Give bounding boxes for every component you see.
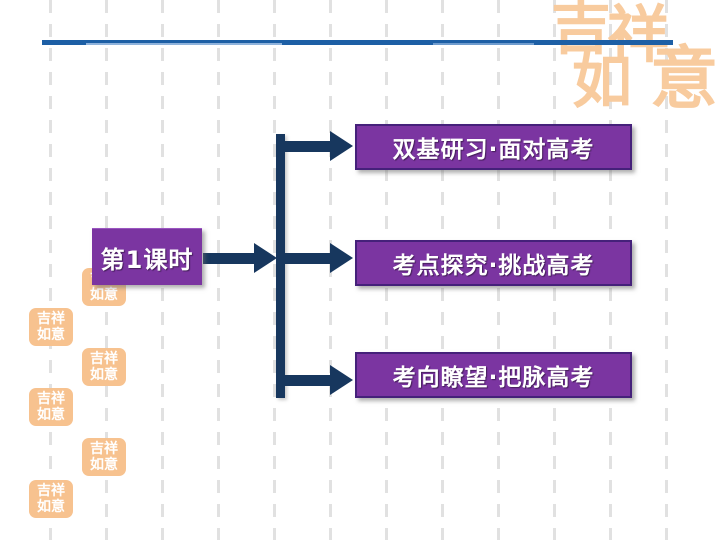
branch-label-2: 考点探究·挑战高考 (392, 253, 595, 279)
seal-char-ji: 吉 (551, 0, 611, 63)
lesson-box: 第1课时 (92, 228, 202, 285)
top-rule-highlight (42, 43, 673, 45)
grid-line (217, 0, 220, 540)
branch-box-3: 考向瞭望·把脉高考 (355, 352, 632, 398)
branch-trunk (276, 134, 285, 398)
seal-stamp: 吉祥如意 (29, 308, 73, 346)
branch-box-1: 双基研习·面对高考 (355, 124, 632, 170)
branch-label-3: 考向瞭望·把脉高考 (392, 365, 595, 391)
branch-label-1: 双基研习·面对高考 (392, 137, 595, 163)
top-rule (42, 40, 673, 43)
seal-stamp: 吉祥如意 (29, 480, 73, 518)
branch-arrow-1-head (330, 131, 353, 161)
seal-char-xiang: 祥 (607, 0, 670, 71)
seal-char-yi: 意 (650, 40, 719, 119)
seal-stamp: 吉祥如意 (29, 388, 73, 426)
grid-line (665, 0, 668, 540)
seal-stamp: 吉祥如意 (82, 348, 126, 386)
seal-char-ru: 如 (572, 47, 632, 117)
branch-arrow-3-body (285, 375, 330, 386)
grid-line (49, 0, 52, 540)
seal-stamp: 吉祥如意 (82, 438, 126, 476)
lesson-label: 第1课时 (100, 245, 194, 274)
branch-arrow-3-head (330, 365, 353, 395)
branch-arrow-1-body (285, 141, 330, 152)
main-arrow-body (203, 253, 254, 264)
branch-arrow-2-body (285, 253, 330, 264)
branch-arrow-2-head (330, 243, 353, 273)
branch-box-2: 考点探究·挑战高考 (355, 240, 632, 286)
main-arrow-head (254, 243, 277, 273)
